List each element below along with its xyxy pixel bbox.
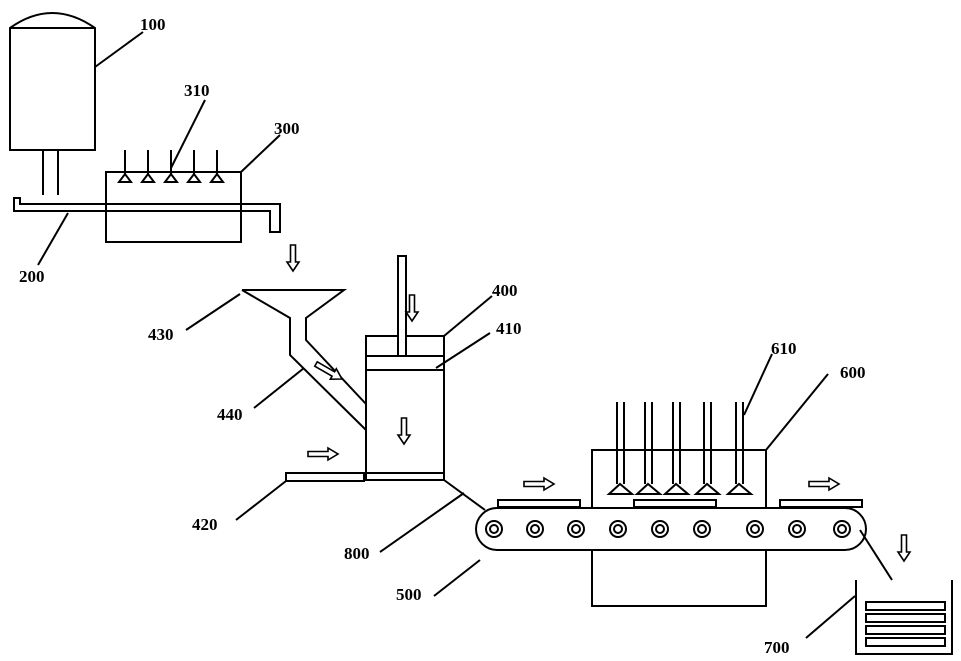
flow-arrow-down-exit — [898, 535, 910, 561]
label-430: 430 — [148, 325, 174, 344]
label-700: 700 — [764, 638, 790, 657]
flow-arrow-right-conveyor-2 — [809, 478, 839, 490]
label-420: 420 — [192, 515, 218, 534]
label-610: 610 — [771, 339, 797, 358]
label-200: 200 — [19, 267, 45, 286]
label-100: 100 — [140, 15, 166, 34]
flow-arrow-chute-440 — [313, 359, 345, 384]
nozzles-610 — [609, 402, 751, 494]
label-500: 500 — [396, 585, 422, 604]
label-800: 800 — [344, 544, 370, 563]
label-410: 410 — [496, 319, 522, 338]
flow-arrow-down-chamber — [398, 418, 410, 444]
label-300: 300 — [274, 119, 300, 138]
label-440: 440 — [217, 405, 243, 424]
flow-arrow-right-420 — [308, 448, 338, 460]
flow-arrow-down-1 — [287, 245, 299, 271]
ramp-800 — [444, 480, 485, 510]
label-310: 310 — [184, 81, 210, 100]
collection-bin-700 — [856, 580, 952, 654]
label-400: 400 — [492, 281, 518, 300]
label-600: 600 — [840, 363, 866, 382]
tank-100 — [10, 13, 95, 195]
press-chamber-400 — [366, 256, 444, 480]
flow-arrow-right-conveyor-1 — [524, 478, 554, 490]
hopper-430 — [242, 290, 366, 430]
flow-arrow-down-press — [406, 295, 418, 321]
conveyor-500 — [476, 500, 866, 550]
